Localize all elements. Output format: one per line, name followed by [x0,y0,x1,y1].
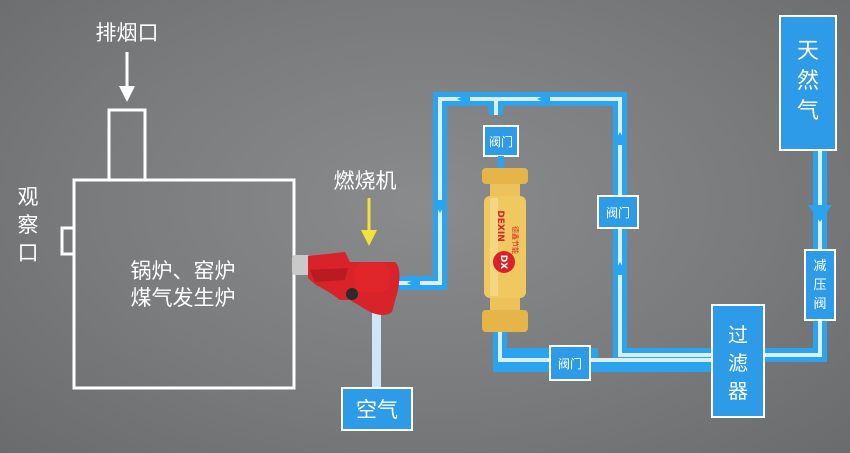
flow-arrow [433,200,447,213]
burner-dial [346,288,358,300]
burner-unit [292,252,400,315]
air-box [341,387,413,431]
flow-arrow [407,277,420,289]
device-cap-top [482,168,528,184]
burner-shadow [310,268,348,282]
boiler-label-1: 锅炉、窑炉 [131,259,236,283]
natural-gas-label-1: 天 [797,39,819,64]
exhaust-port-label: 排烟口 [96,21,159,45]
burner-label: 燃烧机 [334,169,397,193]
observation-port [60,226,76,256]
natural-gas-label-3: 气 [797,99,819,124]
filter-label-3: 器 [728,379,748,403]
valve-top-box [483,125,519,157]
flow-arrow [537,93,550,105]
observation-port-label-2: 察 [18,213,39,237]
valve-bottom-box [549,345,591,381]
valve-right-box [597,195,639,229]
device-logo-text: DX [498,255,508,269]
device-brand-en: DEXIN [495,210,505,241]
device-logo-circle [493,251,515,273]
observation-port-label-1: 观 [18,185,39,209]
flow-arrow [808,205,832,222]
flow-arrows [407,93,832,289]
valve-right-label: 阀门 [606,205,630,220]
pressure-valve-label-1: 减 [813,259,826,274]
device-neck-bottom [490,298,520,310]
valve-top-label: 阀门 [489,134,513,149]
energy-saver-device: DEXIN DX 德鑫节能 [482,168,528,332]
air-pipe [372,312,381,388]
device-cap-bottom [482,310,528,332]
filter-label-1: 过 [728,323,748,347]
device-brand-cn: 德鑫节能 [511,226,520,254]
pressure-valve-label-3: 阀 [813,297,826,312]
burner-motor [355,262,389,292]
burner-nozzle [292,255,310,275]
valve-bottom-label: 阀门 [558,356,582,371]
filter-box [711,304,765,418]
device-body-highlight [490,198,498,296]
natural-gas-label-2: 然 [797,69,819,94]
boiler-label-2: 煤气发生炉 [131,286,236,310]
natural-gas-box [779,15,837,151]
pressure-valve-box [804,249,836,321]
flow-arrow [613,132,627,145]
exhaust-arrow-head [119,86,135,102]
chimney [107,108,147,182]
air-label: 空气 [356,398,398,422]
flow-arrow [457,93,470,105]
device-neck-top [490,184,520,196]
burner-arrow-head [361,230,377,246]
flow-arrow [613,262,627,275]
filter-label-2: 滤 [728,351,748,375]
pressure-valve-label-2: 压 [813,278,826,293]
boiler-body [72,178,296,390]
observation-port-label-3: 口 [18,241,39,265]
